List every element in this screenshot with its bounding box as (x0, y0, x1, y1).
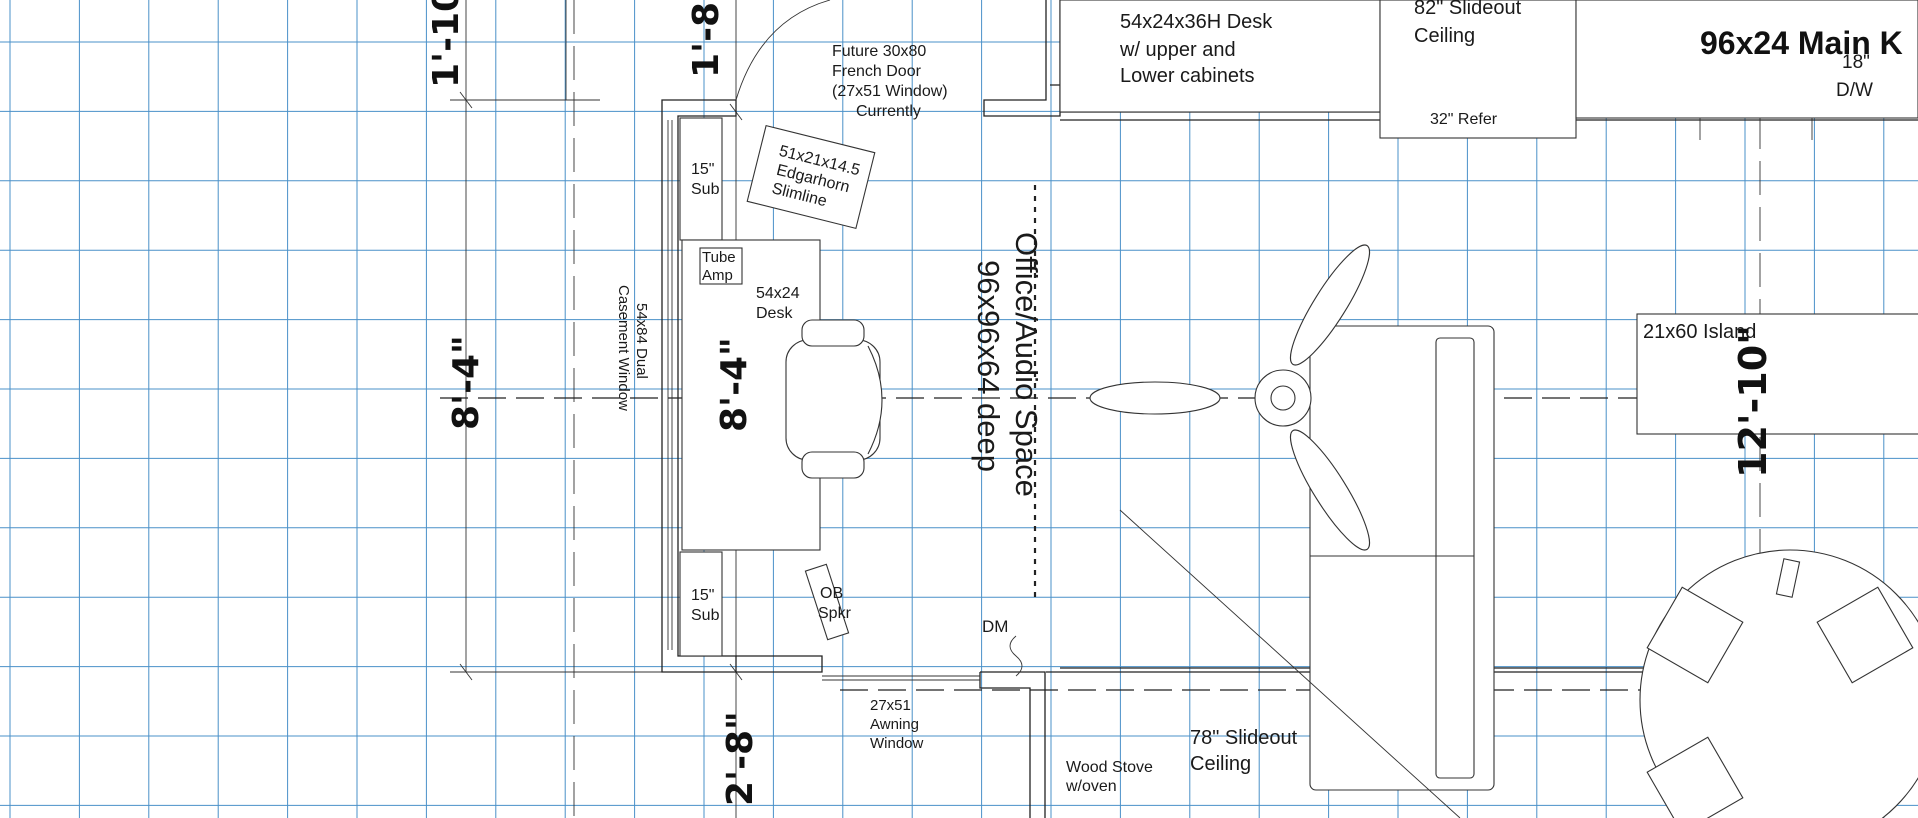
dw-label: D/W (1836, 80, 1873, 101)
door-swing-arc (735, 0, 831, 101)
awning-line2: Awning (870, 716, 919, 733)
upper-desk-line3: Lower cabinets (1120, 65, 1255, 87)
stove-line1: Wood Stove (1066, 759, 1153, 776)
tube-amp-line2: Amp (702, 267, 733, 284)
edgarhorn-speaker (746, 124, 876, 230)
tube-amp-line1: Tube (702, 249, 736, 266)
dim-top-mid: 1'-8" (686, 0, 727, 78)
awning-line1: 27x51 (870, 697, 911, 714)
future-door-line3: (27x51 Window) (832, 83, 948, 100)
slide-top-line2: Ceiling (1414, 25, 1475, 47)
room-size: 96x96x64 deep (971, 260, 1006, 472)
dw-size: 18" (1842, 52, 1870, 73)
refer-label: 32" Refer (1430, 111, 1498, 128)
future-door-line1: Future 30x80 (832, 43, 926, 60)
sub-top-label: Sub (691, 181, 720, 198)
sub-top (679, 117, 723, 241)
stove-clearance (1119, 509, 1461, 818)
dim-top-left: 1'-10 (426, 0, 467, 88)
future-door-line4: Currently (856, 103, 921, 120)
room-title: Office/Audio Space (1009, 232, 1044, 497)
dim-bottom-mid: 2'-8" (720, 711, 761, 806)
sub-bottom (679, 551, 723, 657)
dim-inner-main: 8'-4" (714, 337, 755, 432)
upper-desk-line1: 54x24x36H Desk (1120, 11, 1273, 33)
plan-title: 96x24 Main K (1700, 25, 1903, 61)
ceiling-fan (1089, 244, 1371, 551)
sofa (1309, 325, 1495, 791)
slide-bottom-line2: Ceiling (1190, 753, 1251, 775)
slide-top-line1: 82" Slideout (1414, 0, 1522, 19)
sub-top-size: 15" (691, 161, 714, 178)
tube-amp (699, 247, 743, 285)
side-window-line1: 54x84 Dual (633, 303, 650, 379)
dim-right-main: 12'-10" (1731, 325, 1775, 478)
island (1636, 313, 1918, 435)
island-label: 21x60 Island (1643, 321, 1756, 343)
side-window-line2: Casement Window (615, 285, 632, 411)
stove-line2: w/oven (1065, 778, 1117, 795)
sub-bottom-label: Sub (691, 607, 720, 624)
desk-label: Desk (756, 305, 793, 322)
desk-size: 54x24 (756, 285, 800, 302)
dim-left-main: 8'-4" (446, 335, 487, 430)
ob-spkr-line1: OB (820, 585, 843, 602)
slide-bottom-line1: 78" Slideout (1190, 727, 1298, 749)
dm-symbol (1009, 635, 1023, 677)
sub-bottom-size: 15" (691, 587, 714, 604)
refrigerator (1379, 0, 1577, 139)
upper-desk-line2: w/ upper and (1119, 39, 1236, 61)
ob-speaker (804, 563, 850, 641)
awning-line3: Window (870, 735, 924, 752)
office-chair (785, 319, 883, 479)
ob-spkr-line2: Spkr (818, 605, 852, 622)
dining-table (1639, 549, 1918, 818)
future-door-line2: French Door (832, 63, 922, 80)
kitchen-counter (1575, 0, 1918, 119)
dm-label: DM (982, 617, 1008, 636)
